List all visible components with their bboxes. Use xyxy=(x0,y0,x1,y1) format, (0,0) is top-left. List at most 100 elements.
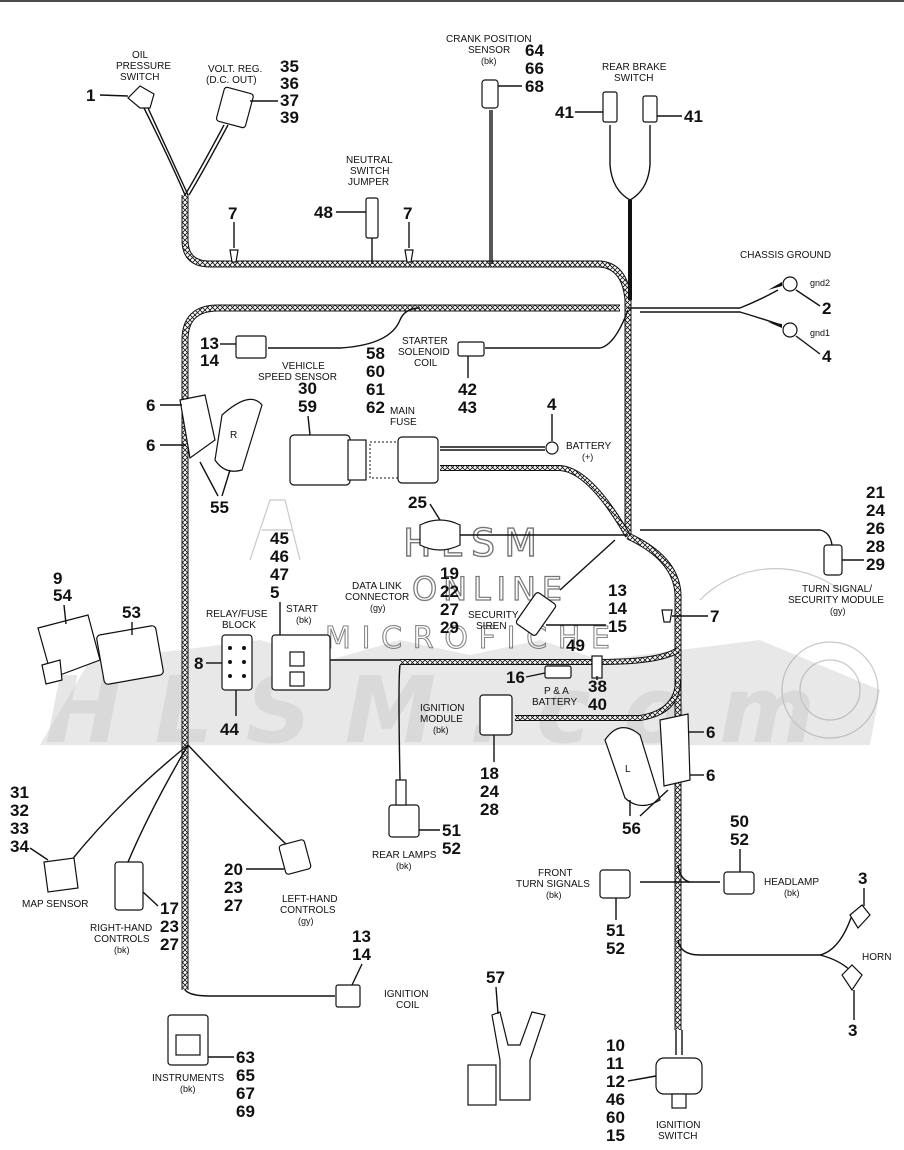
label-rh-controls-2: CONTROLS xyxy=(94,934,150,945)
label-relay-2: BLOCK xyxy=(222,620,256,631)
callout-2: 2 xyxy=(822,299,831,318)
callout-4-battery: 4 xyxy=(547,395,557,414)
callout-11: 11 xyxy=(606,1054,624,1073)
callout-44: 44 xyxy=(220,720,239,739)
callout-65: 65 xyxy=(236,1066,255,1085)
label-ign-coil-2: COIL xyxy=(396,1000,420,1011)
callout-13-vss: 13 xyxy=(200,334,219,353)
label-pa-battery-2: BATTERY xyxy=(532,697,578,708)
callout-14-vss: 14 xyxy=(200,351,219,370)
callout-42: 42 xyxy=(458,380,477,399)
callout-25: 25 xyxy=(408,493,427,512)
callout-23-lh: 23 xyxy=(224,878,243,897)
callout-10: 10 xyxy=(606,1036,625,1055)
label-rh-controls-3: (bk) xyxy=(114,945,130,955)
callout-22: 22 xyxy=(440,582,459,601)
label-headlamp-1: HEADLAMP xyxy=(764,877,819,888)
callout-34: 34 xyxy=(10,837,29,856)
callout-38: 38 xyxy=(588,677,607,696)
label-siren-1: SECURITY xyxy=(468,610,519,621)
label-rear-lamps-1: REAR LAMPS xyxy=(372,850,437,861)
label-ign-module-1: IGNITION xyxy=(420,703,464,714)
label-lh-controls-2: CONTROLS xyxy=(280,905,336,916)
label-crank-3: (bk) xyxy=(481,56,497,66)
callout-17: 17 xyxy=(160,899,179,918)
label-chassis-ground: CHASSIS GROUND xyxy=(740,250,831,261)
label-volt-reg-2: (D.C. OUT) xyxy=(206,75,257,86)
callout-7-mid: 7 xyxy=(403,204,412,223)
callout-67: 67 xyxy=(236,1084,255,1103)
callout-15-is: 15 xyxy=(606,1126,625,1145)
callout-30: 30 xyxy=(298,379,317,398)
callout-43: 43 xyxy=(458,398,477,417)
callout-27-dl: 27 xyxy=(440,600,459,619)
callout-52-hl: 52 xyxy=(730,830,749,849)
callout-7-left: 7 xyxy=(228,204,237,223)
callout-12: 12 xyxy=(606,1072,625,1091)
label-instruments-2: (bk) xyxy=(180,1084,196,1094)
label-neutral-3: JUMPER xyxy=(348,177,389,188)
label-rear-brake-1: REAR BRAKE xyxy=(602,62,667,73)
label-front-turn-2: TURN SIGNALS xyxy=(516,879,590,890)
label-turn-signal-2: SECURITY MODULE xyxy=(788,595,884,606)
label-gnd1: gnd1 xyxy=(810,328,830,338)
callout-8: 8 xyxy=(194,654,203,673)
callout-52-ft: 52 xyxy=(606,939,625,958)
callout-50: 50 xyxy=(730,812,749,831)
callout-21: 21 xyxy=(866,483,885,502)
callout-3-bottom: 3 xyxy=(848,1021,857,1040)
label-oil-pressure-2: PRESSURE xyxy=(116,61,171,72)
label-battery-2: (+) xyxy=(582,452,593,462)
callout-59: 59 xyxy=(298,397,317,416)
callout-49: 49 xyxy=(566,636,585,655)
label-gnd2: gnd2 xyxy=(810,278,830,288)
label-neutral-2: SWITCH xyxy=(350,166,389,177)
callout-56: 56 xyxy=(622,819,641,838)
callout-29-ts: 29 xyxy=(866,555,885,574)
callout-46-start: 46 xyxy=(270,547,289,566)
callout-27-lh: 27 xyxy=(224,896,243,915)
callout-64: 64 xyxy=(525,41,544,60)
label-map-sensor: MAP SENSOR xyxy=(22,899,89,910)
callout-19: 19 xyxy=(440,564,459,583)
label-relay-1: RELAY/FUSE xyxy=(206,609,268,620)
switch-r-letter: R xyxy=(230,430,237,441)
label-vss-2: SPEED SENSOR xyxy=(258,372,337,383)
callout-20: 20 xyxy=(224,860,243,879)
callout-55: 55 xyxy=(210,498,229,517)
label-data-link-1: DATA LINK xyxy=(352,581,402,592)
callout-61: 61 xyxy=(366,380,385,399)
callout-40: 40 xyxy=(588,695,607,714)
callout-13-coil: 13 xyxy=(352,927,371,946)
switch-l-letter: L xyxy=(625,764,631,775)
callout-68: 68 xyxy=(525,77,544,96)
label-starter-3: COIL xyxy=(414,358,438,369)
callout-13-siren: 13 xyxy=(608,581,627,600)
callout-16: 16 xyxy=(506,668,525,687)
callout-66: 66 xyxy=(525,59,544,78)
callout-36: 36 xyxy=(280,74,299,93)
label-crank-1: CRANK POSITION xyxy=(446,34,532,45)
callout-6-r-lower: 6 xyxy=(146,436,155,455)
label-battery-1: BATTERY xyxy=(566,441,612,452)
callout-15-siren: 15 xyxy=(608,617,627,636)
label-vss-1: VEHICLE xyxy=(282,361,325,372)
callout-1: 1 xyxy=(86,86,95,105)
label-siren-2: SIREN xyxy=(476,621,507,632)
callout-45: 45 xyxy=(270,529,289,548)
callout-37: 37 xyxy=(280,91,299,110)
label-data-link-2: CONNECTOR xyxy=(345,592,409,603)
callout-24-im: 24 xyxy=(480,782,499,801)
label-neutral-1: NEUTRAL xyxy=(346,155,393,166)
callout-18: 18 xyxy=(480,764,499,783)
label-data-link-3: (gy) xyxy=(370,603,386,613)
callout-32: 32 xyxy=(10,801,29,820)
callout-28-ts: 28 xyxy=(866,537,885,556)
callout-29-dl: 29 xyxy=(440,618,459,637)
label-ign-module-2: MODULE xyxy=(420,714,463,725)
components: R L xyxy=(37,79,871,1109)
callout-51-rl: 51 xyxy=(442,821,461,840)
callout-60: 60 xyxy=(366,362,385,381)
callout-6-l-lower: 6 xyxy=(706,766,715,785)
